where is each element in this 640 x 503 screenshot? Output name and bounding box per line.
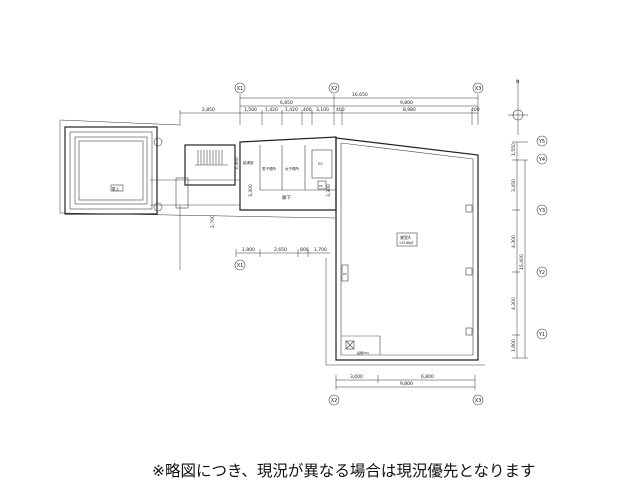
svg-text:EV: EV	[318, 162, 323, 166]
svg-text:X3: X3	[475, 86, 482, 92]
svg-text:3,450: 3,450	[511, 179, 517, 192]
right-dimensions: 1,550 3,450 4,300 4,300 1,800 15,400	[511, 141, 528, 359]
svg-text:1,420: 1,420	[285, 107, 298, 113]
svg-text:400: 400	[471, 107, 480, 113]
svg-text:X1: X1	[237, 86, 244, 92]
core-area: 給湯室 男子便所 女子便所 EV PS 廊下 3,300 3,300 3,300…	[210, 136, 337, 228]
grid-bubble-x3-bottom: X3	[472, 394, 484, 406]
svg-text:PS: PS	[343, 272, 347, 276]
grid-bubble-x2-top: X2	[328, 82, 340, 94]
svg-text:16,650: 16,650	[352, 92, 368, 98]
svg-text:3,000: 3,000	[350, 374, 363, 380]
svg-text:X2: X2	[331, 86, 338, 92]
svg-text:9,800: 9,800	[400, 381, 413, 387]
roof-area: 屋上	[59, 119, 336, 219]
grid-bubble-x2-bottom: X2	[328, 394, 340, 406]
svg-text:8,980: 8,980	[403, 107, 416, 113]
grid-bubble-y4: Y4	[536, 153, 548, 165]
svg-text:3,300: 3,300	[248, 184, 254, 197]
grid-bubble-x1-mid: X1	[234, 259, 246, 271]
svg-text:4,300: 4,300	[511, 297, 517, 310]
svg-text:2,650: 2,650	[274, 247, 287, 253]
svg-text:貸室A: 貸室A	[400, 234, 411, 240]
svg-text:9,800: 9,800	[400, 100, 413, 106]
north-arrow-icon: N	[508, 79, 528, 135]
svg-text:2,700: 2,700	[210, 215, 216, 228]
svg-text:Y2: Y2	[538, 270, 545, 276]
svg-text:1,500: 1,500	[244, 107, 257, 113]
grid-bubble-y3: Y3	[536, 204, 548, 216]
svg-text:給湯室: 給湯室	[243, 160, 254, 165]
svg-text:Y3: Y3	[538, 208, 545, 214]
middle-dimensions: 1,800 2,650 800 1,700	[235, 247, 330, 257]
svg-text:設備(PS): 設備(PS)	[357, 350, 369, 355]
svg-text:1,550: 1,550	[511, 143, 517, 156]
grid-bubble-y1: Y1	[536, 328, 548, 340]
svg-text:PS: PS	[319, 184, 323, 188]
svg-text:400: 400	[336, 107, 345, 113]
svg-text:4,300: 4,300	[511, 235, 517, 248]
svg-text:Y4: Y4	[538, 157, 545, 163]
main-rental-room: 設備(PS) PS 貸室A 133.88㎡	[325, 137, 485, 366]
grid-bubble-x1-top: X1	[234, 82, 246, 94]
svg-text:1,800: 1,800	[242, 247, 255, 253]
svg-text:1,420: 1,420	[265, 107, 278, 113]
bottom-dimensions: 3,000 6,800 9,800	[335, 374, 476, 390]
grid-bubble-x3-top: X3	[472, 82, 484, 94]
svg-text:Y1: Y1	[538, 332, 545, 338]
svg-text:X1: X1	[237, 263, 244, 269]
stair	[150, 144, 240, 270]
svg-text:133.88㎡: 133.88㎡	[399, 240, 414, 245]
svg-text:1,700: 1,700	[314, 247, 327, 253]
svg-text:廊下: 廊下	[282, 194, 291, 201]
svg-text:男子便所: 男子便所	[262, 166, 276, 171]
svg-text:Y5: Y5	[538, 139, 545, 145]
svg-text:X3: X3	[475, 398, 482, 404]
svg-text:2,850: 2,850	[202, 107, 215, 113]
grid-bubble-y3-left	[153, 137, 163, 212]
grid-bubble-y5: Y5	[536, 135, 548, 147]
svg-text:3,300: 3,300	[234, 157, 240, 170]
svg-text:N: N	[516, 79, 519, 85]
disclaimer-note: ※略図につき、現況が異なる場合は現況優先となります	[152, 462, 536, 480]
svg-text:3,100: 3,100	[316, 107, 329, 113]
svg-text:屋上: 屋上	[112, 186, 119, 191]
svg-text:6,850: 6,850	[280, 100, 293, 106]
svg-text:女子便所: 女子便所	[285, 166, 299, 171]
grid-bubble-y2: Y2	[536, 266, 548, 278]
svg-text:400: 400	[303, 107, 312, 113]
svg-text:800: 800	[300, 247, 309, 253]
svg-text:X2: X2	[331, 398, 338, 404]
svg-text:1,800: 1,800	[511, 339, 517, 352]
top-dimensions: 16,650 6,850 9,800 2,850 1,500 1,420 1,4…	[179, 92, 480, 125]
svg-text:15,400: 15,400	[519, 254, 525, 270]
svg-text:3,300: 3,300	[326, 184, 332, 197]
svg-text:6,800: 6,800	[421, 374, 434, 380]
